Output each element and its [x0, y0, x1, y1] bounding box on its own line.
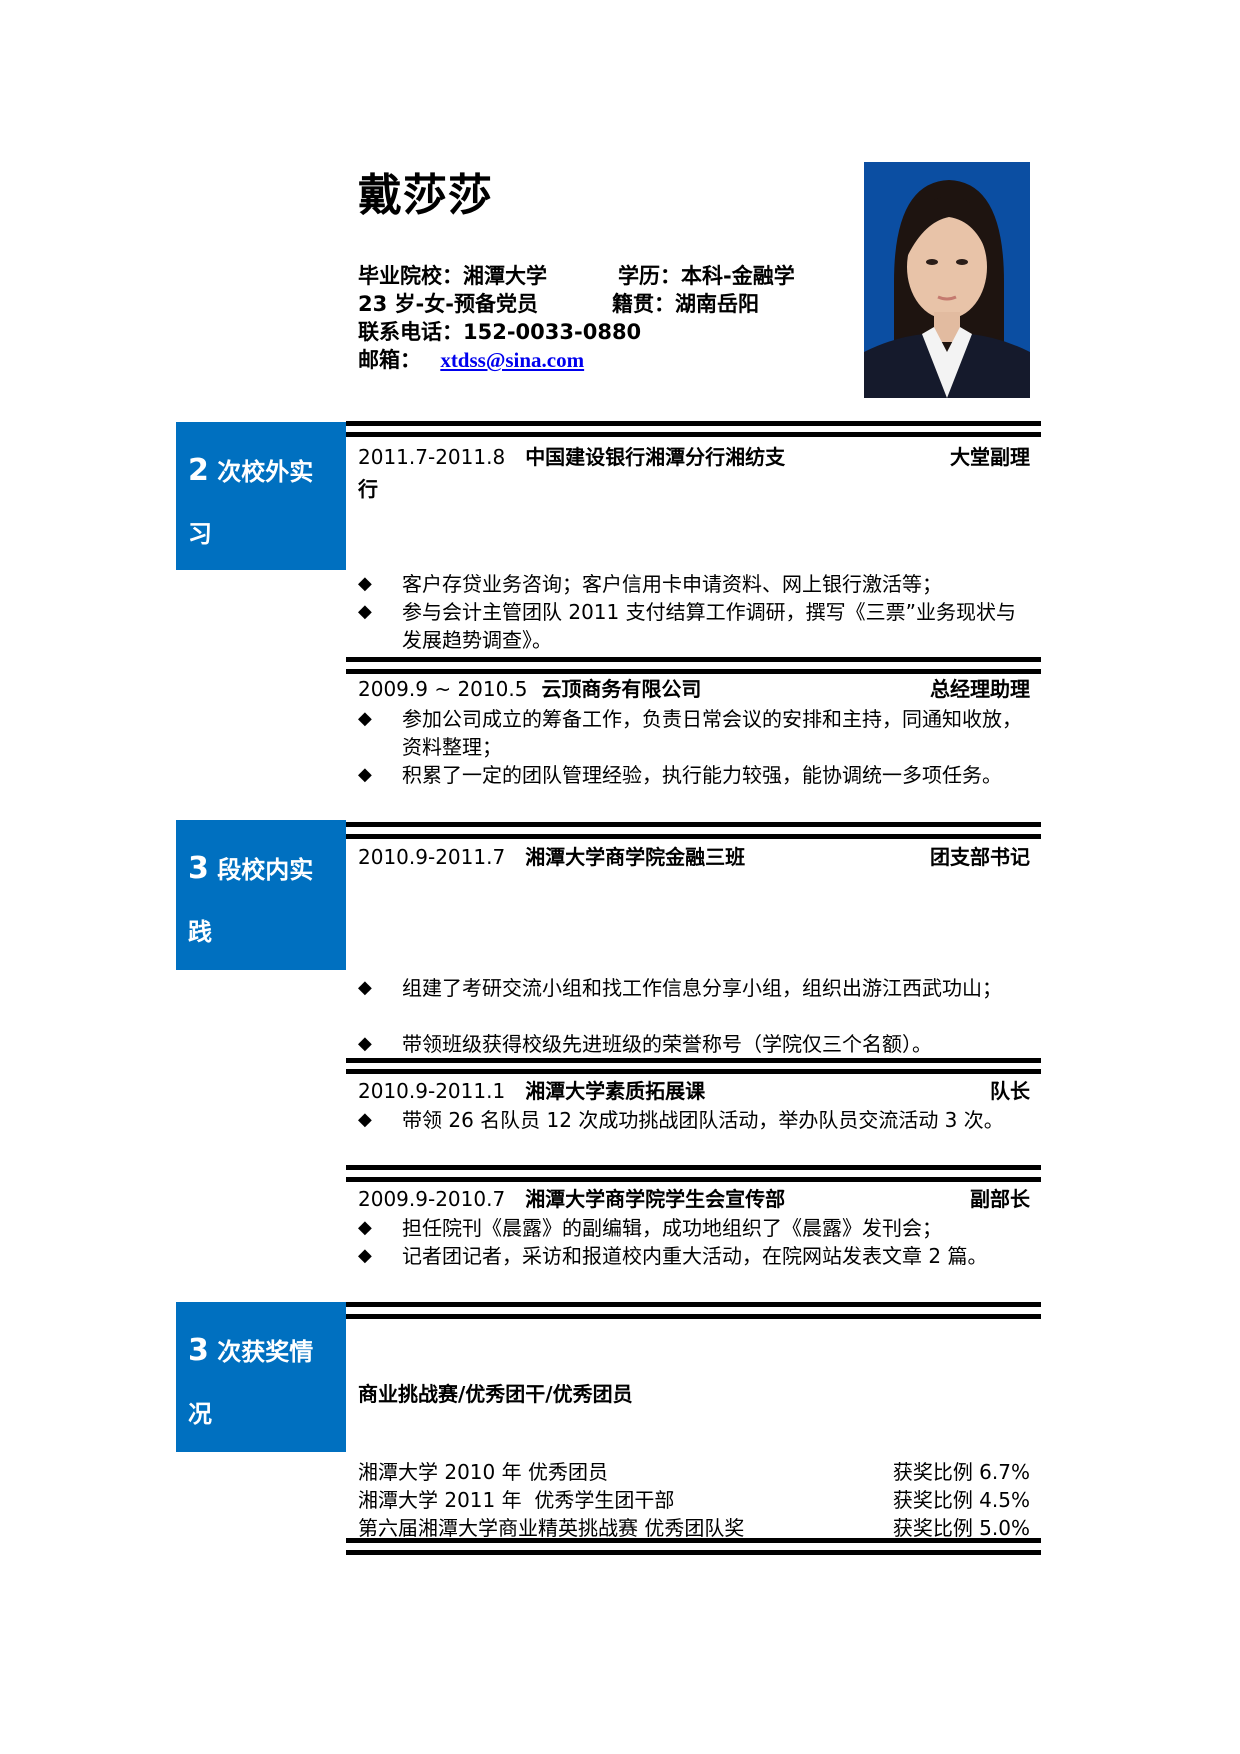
diamond-bullet-icon: ◆ [358, 1033, 372, 1054]
portrait-icon [864, 162, 1030, 398]
entry-header: 2009.9-2010.7 湘潭大学商学院学生会宣传部 副部长 [358, 1185, 1030, 1213]
awards-summary: 商业挑战赛/优秀团干/优秀团员 [358, 1382, 633, 1406]
entry-date: 2010.9-2011.7 [358, 845, 506, 869]
award-name: 湘潭大学 2011 年 优秀学生团干部 [358, 1488, 675, 1512]
award-name: 湘潭大学 2010 年 优秀团员 [358, 1460, 608, 1484]
entry-header: 2010.9-2011.7 湘潭大学商学院金融三班 团支部书记 [358, 843, 1030, 871]
entry-date: 2011.7-2011.8 [358, 445, 506, 469]
award-row: 第六届湘潭大学商业精英挑战赛 优秀团队奖 获奖比例 5.0% [358, 1514, 1030, 1542]
entry-date: 2010.9-2011.1 [358, 1079, 506, 1103]
rule-line [346, 1550, 1041, 1555]
entry-org: 湘潭大学商学院金融三班 [525, 845, 746, 869]
degree-info: 学历：本科-金融学 [618, 264, 795, 288]
section-title-awards: 3 次获奖情 况 [176, 1302, 346, 1452]
entry-role: 总经理助理 [930, 677, 1030, 701]
hometown-info: 籍贯：湖南岳阳 [612, 292, 759, 316]
entry-header: 2011.7-2011.8 中国建设银行湘潭分行湘纺支 大堂副理 [358, 443, 1030, 471]
entry-role: 团支部书记 [930, 845, 1030, 869]
award-row: 湘潭大学 2010 年 优秀团员 获奖比例 6.7% [358, 1458, 1030, 1486]
phone-info: 联系电话：152-0033-0880 [358, 320, 642, 344]
rule-line [346, 1058, 1041, 1063]
candidate-name: 戴莎莎 [358, 170, 493, 221]
entry-role: 队长 [990, 1079, 1030, 1103]
diamond-bullet-icon: ◆ [358, 573, 372, 594]
email-label: 邮箱： [358, 348, 421, 372]
award-name: 第六届湘潭大学商业精英挑战赛 优秀团队奖 [358, 1516, 745, 1540]
rule-line [346, 1177, 1041, 1182]
diamond-bullet-icon: ◆ [358, 601, 372, 622]
award-row: 湘潭大学 2011 年 优秀学生团干部 获奖比例 4.5% [358, 1486, 1030, 1514]
entry-header: 2010.9-2011.1 湘潭大学素质拓展课 队长 [358, 1077, 1030, 1105]
entry-org: 云顶商务有限公司 [541, 677, 702, 701]
entry-org: 中国建设银行湘潭分行湘纺支 [525, 445, 786, 469]
rule-line [346, 657, 1041, 662]
award-ratio: 获奖比例 4.5% [892, 1488, 1030, 1512]
award-ratio: 获奖比例 6.7% [892, 1460, 1030, 1484]
rule-line [346, 1165, 1041, 1170]
entry-org-wrap: 行 [358, 477, 378, 501]
rule-line [346, 1538, 1041, 1543]
section-title-campus-practice: 3 段校内实 践 [176, 820, 346, 970]
award-ratio: 获奖比例 5.0% [892, 1516, 1030, 1540]
rule-line [346, 421, 1041, 426]
entry-org: 湘潭大学商学院学生会宣传部 [525, 1187, 786, 1211]
personal-info: 23 岁-女-预备党员 [358, 292, 538, 316]
diamond-bullet-icon: ◆ [358, 1217, 372, 1238]
diamond-bullet-icon: ◆ [358, 1109, 372, 1130]
rule-line [346, 1069, 1041, 1074]
entry-date: 2009.9 ~ 2010.5 [358, 677, 528, 701]
diamond-bullet-icon: ◆ [358, 1245, 372, 1266]
school-info: 毕业院校：湘潭大学 [358, 264, 547, 288]
entry-date: 2009.9-2010.7 [358, 1187, 506, 1211]
entry-org: 湘潭大学素质拓展课 [525, 1079, 706, 1103]
rule-line [346, 834, 1041, 839]
rule-line [346, 669, 1041, 674]
diamond-bullet-icon: ◆ [358, 708, 372, 729]
entry-role: 副部长 [970, 1187, 1030, 1211]
email-link[interactable]: xtdss@sina.com [440, 348, 585, 372]
email-row: 邮箱： xtdss@sina.com [358, 346, 584, 374]
entry-header: 2009.9 ~ 2010.5 云顶商务有限公司 总经理助理 [358, 675, 1030, 703]
rule-line [346, 822, 1041, 827]
rule-line [346, 432, 1041, 437]
diamond-bullet-icon: ◆ [358, 977, 372, 998]
diamond-bullet-icon: ◆ [358, 764, 372, 785]
section-title-internship: 2 次校外实 习 [176, 422, 346, 570]
portrait-photo [864, 162, 1030, 398]
entry-role: 大堂副理 [950, 445, 1030, 469]
rule-line [346, 1302, 1041, 1307]
rule-line [346, 1314, 1041, 1319]
